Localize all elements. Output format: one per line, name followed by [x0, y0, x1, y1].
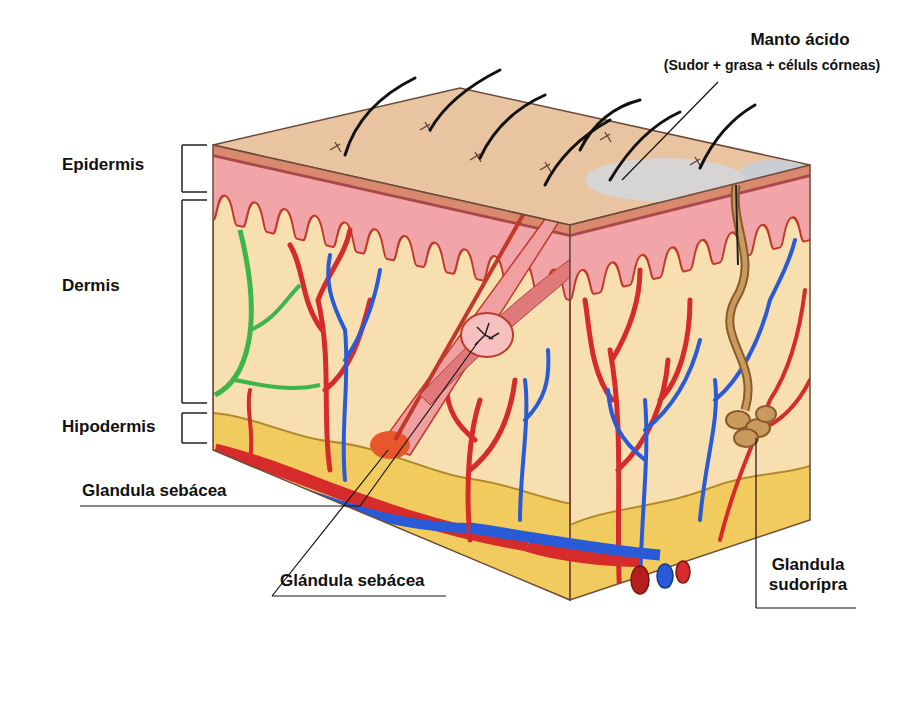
annotation-title: Manto ácido [700, 30, 900, 50]
annotation-note: (Sudor + grasa + céluls córneas) [628, 57, 916, 74]
layer-name: Hipodermis [62, 417, 177, 437]
part-name: Glándula sebácea [280, 571, 480, 591]
part-name: Glandula sudorípra [756, 555, 860, 596]
part-name: Glandula sebácea [82, 481, 282, 501]
layer-name: Epidermis [62, 155, 177, 175]
layer-name: Dermis [62, 276, 177, 296]
